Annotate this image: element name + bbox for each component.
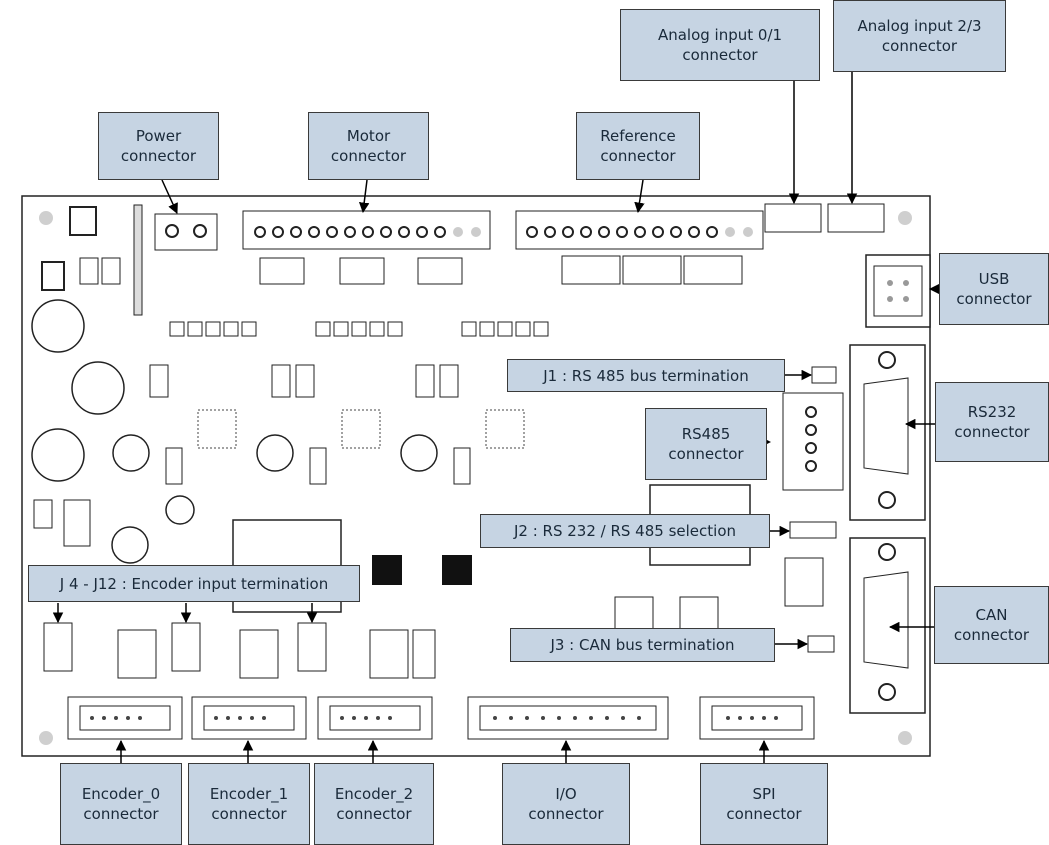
label-j1-rs485-bus-termination: J1 : RS 485 bus termination [507, 359, 785, 392]
mounting-hole [39, 731, 53, 745]
arrow-motor [358, 179, 370, 214]
encoder0-connector-part [67, 696, 183, 740]
label-j2-rs232-rs485-selection: J2 : RS 232 / RS 485 selection [480, 514, 770, 548]
usb-connector-part [865, 254, 931, 328]
encoder2-connector-part [317, 696, 433, 740]
jumper-j2 [789, 521, 837, 539]
jumper-j3 [807, 635, 835, 653]
spi-connector-part [699, 696, 815, 740]
capacitor [71, 361, 125, 415]
motor-connector-part [242, 210, 491, 250]
encoder1-connector-part [191, 696, 307, 740]
rs232-connector-part [849, 344, 926, 521]
mounting-hole [898, 731, 912, 745]
capacitor [31, 299, 85, 353]
label-j4-j12-encoder-input-termination: J 4 - J12 : Encoder input termination [28, 565, 360, 602]
analog-input-23-part [827, 203, 885, 233]
mounting-hole [39, 211, 53, 225]
reference-connector-part [515, 210, 764, 250]
label-j3-can-bus-termination: J3 : CAN bus termination [510, 628, 775, 662]
arrow-reference [634, 179, 645, 214]
capacitor [31, 428, 85, 482]
mounting-hole [898, 211, 912, 225]
analog-input-01-part [764, 203, 822, 233]
rs485-connector-part [782, 392, 844, 491]
io-connector-part [467, 696, 669, 740]
arrow-power [161, 179, 178, 214]
can-connector-part [849, 537, 926, 714]
jumper-j1 [811, 366, 837, 384]
power-connector-part [154, 213, 218, 251]
